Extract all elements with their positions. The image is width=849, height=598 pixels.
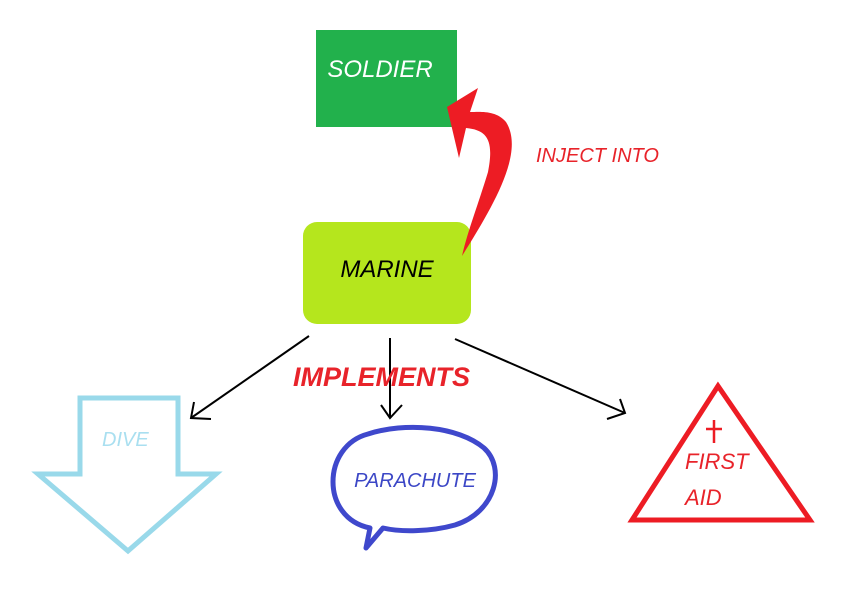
inject-into-label: INJECT INTO — [536, 145, 659, 167]
first-aid-cross-icon — [706, 420, 722, 443]
first-aid-label-line2: AID — [685, 485, 722, 510]
marine-label: MARINE — [340, 256, 434, 283]
connector-to-first-aid — [454, 338, 626, 414]
connector-to-first-aid-arrowhead — [606, 398, 627, 420]
first-aid-triangle — [627, 381, 815, 523]
marine-box — [303, 222, 471, 324]
dive-label: DIVE — [102, 429, 149, 451]
implements-connectors — [189, 335, 627, 420]
dive-down-arrow — [31, 395, 223, 555]
parachute-speech-bubble — [330, 424, 498, 551]
soldier-box — [316, 30, 457, 127]
first-aid-label-line1: FIRST — [685, 449, 749, 474]
connector-to-dive-arrowhead — [189, 401, 212, 420]
inject-arrow — [447, 88, 512, 256]
soldier-label: SOLDIER — [327, 56, 433, 83]
parachute-label: PARACHUTE — [354, 470, 476, 492]
connector-to-parachute-arrowhead — [380, 404, 403, 420]
implements-label: IMPLEMENTS — [293, 362, 471, 392]
connector-to-dive — [190, 335, 310, 419]
